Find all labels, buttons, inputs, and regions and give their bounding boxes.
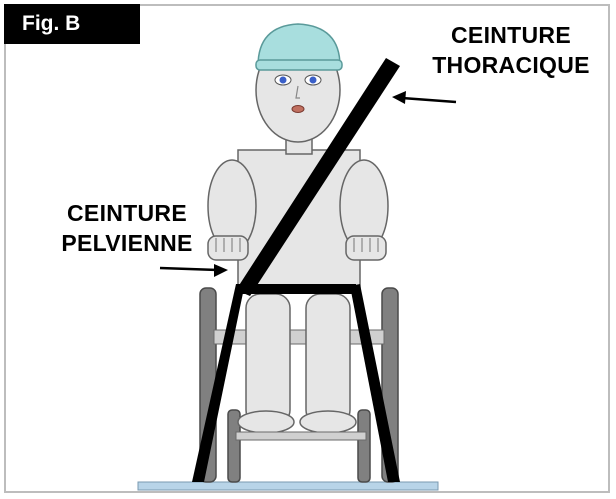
pelvic-belt-label: CEINTURE PELVIENNE (48, 198, 206, 258)
left-leg (246, 294, 290, 424)
arrow-pelvic (160, 264, 228, 277)
right-foot (300, 411, 356, 433)
left-hand (208, 236, 248, 260)
thoracic-belt-label: CEINTURE THORACIQUE (411, 20, 611, 80)
mouth (292, 106, 304, 113)
pelvic-belt (236, 284, 356, 294)
right-hand (346, 236, 386, 260)
floor-platform (138, 482, 438, 490)
right-front-caster (358, 410, 370, 482)
pelvic-label-line1: CEINTURE (48, 198, 206, 228)
thoracic-label-line2: THORACIQUE (411, 50, 611, 80)
figure-tag: Fig. B (4, 4, 140, 44)
chair-crossbar (214, 330, 384, 344)
arrow-thoracic (392, 91, 456, 104)
footrest (236, 432, 366, 440)
left-foot (238, 411, 294, 433)
right-leg (306, 294, 350, 424)
pelvic-label-line2: PELVIENNE (48, 228, 206, 258)
thoracic-label-line1: CEINTURE (411, 20, 611, 50)
